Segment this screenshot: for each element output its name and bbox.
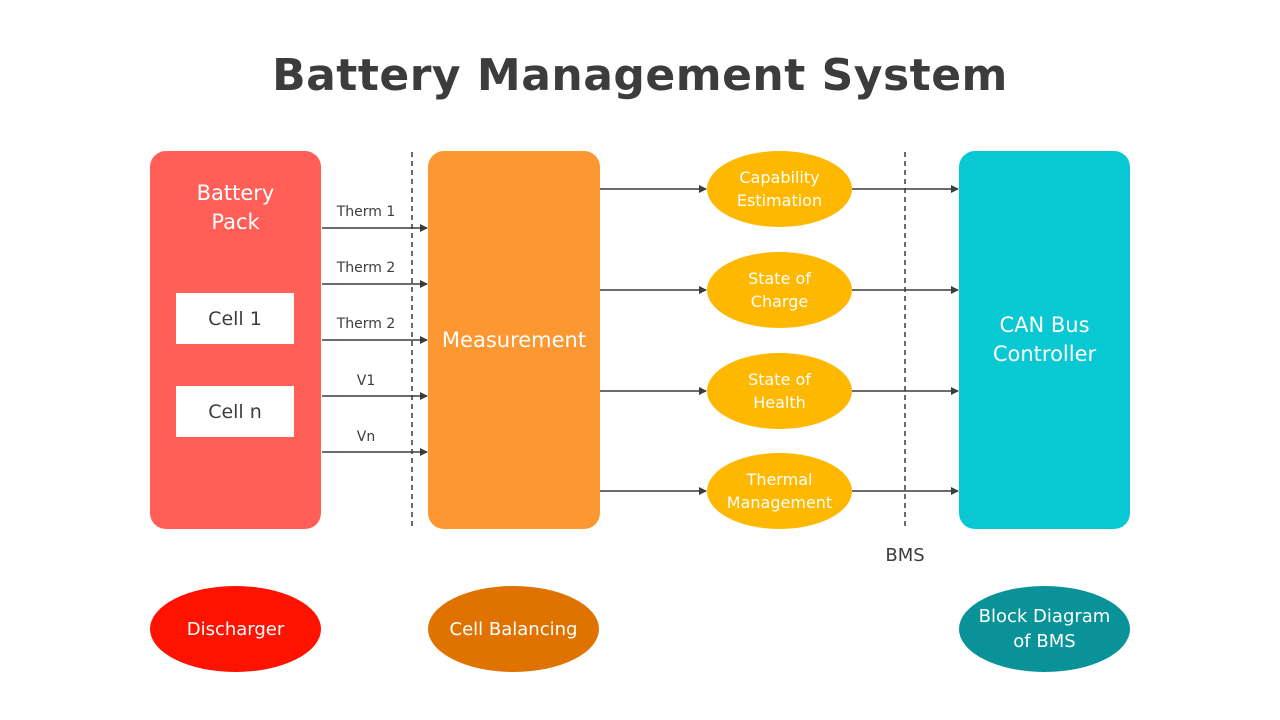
thermal-management-label: Thermal Management (726, 470, 833, 512)
state-of-health-oval: State of Health (707, 353, 852, 429)
cell-balancing-label: Cell Balancing (449, 618, 578, 640)
battery-pack-label: Battery Pack (196, 181, 275, 234)
cell-balancing-oval: Cell Balancing (428, 586, 599, 672)
bms-label: BMS (885, 545, 925, 566)
signal-label-therm-2a: Therm 2 (336, 260, 396, 276)
can-bus-controller-block: CAN Bus Controller (959, 151, 1130, 529)
cell-1-box: Cell 1 (176, 293, 294, 344)
block-diagram-label: Block Diagram of BMS (978, 606, 1111, 652)
signal-label-therm-1: Therm 1 (336, 204, 396, 220)
can-bus-controller-label: CAN Bus Controller (992, 313, 1097, 366)
signal-label-therm-2b: Therm 2 (336, 316, 396, 332)
signal-label-vn: Vn (356, 429, 376, 445)
capability-estimation-oval: Capability Estimation (707, 151, 852, 227)
block-diagram-oval: Block Diagram of BMS (959, 586, 1130, 672)
cell-n-box: Cell n (176, 386, 294, 437)
discharger-label: Discharger (186, 618, 285, 640)
battery-pack-block: Battery Pack Cell 1 Cell n (150, 151, 321, 529)
state-of-charge-label: State of Charge (748, 269, 811, 311)
signal-label-v1: V1 (356, 373, 376, 389)
measurement-label: Measurement (441, 328, 587, 352)
discharger-oval: Discharger (150, 586, 321, 672)
thermal-management-oval: Thermal Management (707, 453, 852, 529)
page-title: Battery Management System (272, 50, 1008, 101)
state-of-health-label: State of Health (748, 370, 811, 412)
capability-estimation-label: Capability Estimation (736, 168, 823, 210)
measurement-block: Measurement (428, 151, 600, 529)
state-of-charge-oval: State of Charge (707, 252, 852, 328)
